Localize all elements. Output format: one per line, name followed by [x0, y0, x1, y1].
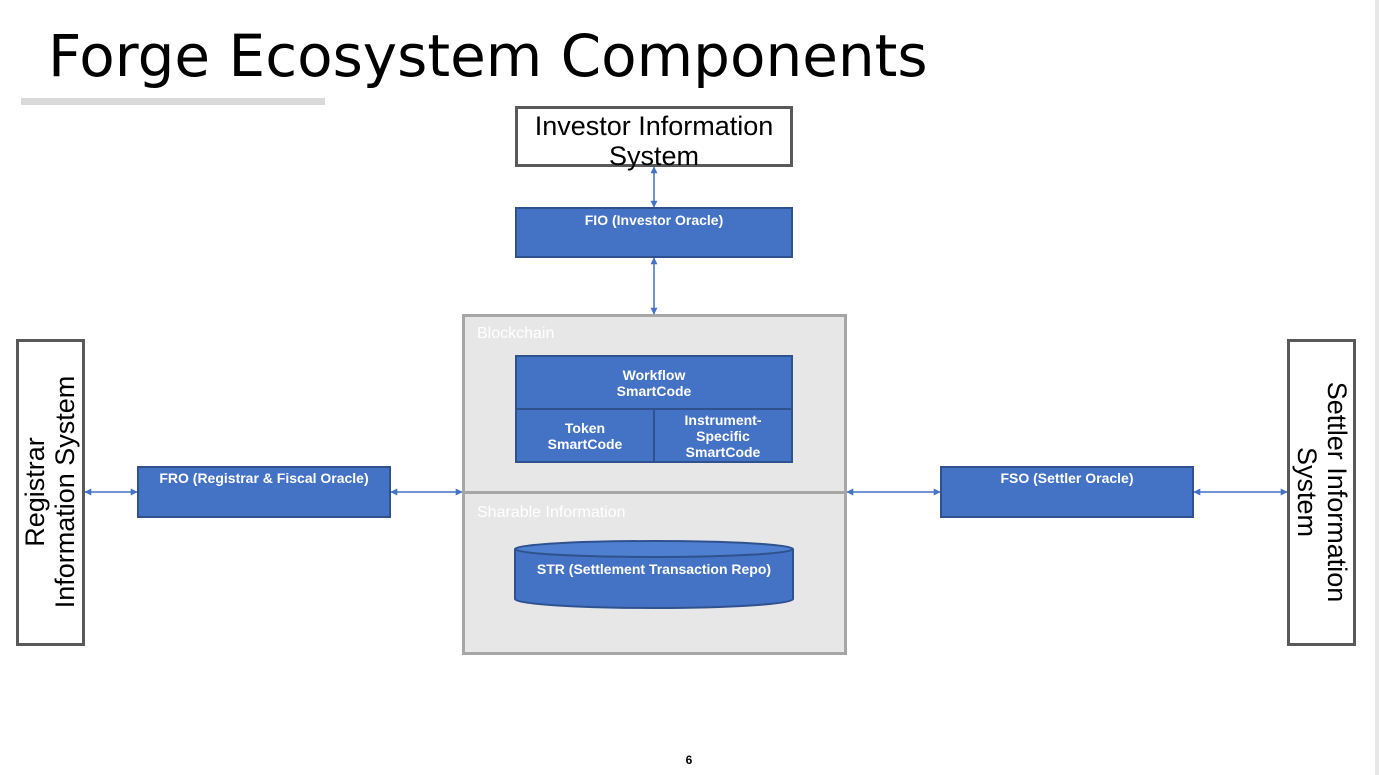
- instrument-specific-smartcode: Instrument-Specific SmartCode: [653, 408, 793, 463]
- token-smartcode: Token SmartCode: [515, 408, 655, 463]
- title-underline: [21, 98, 325, 105]
- page-number: 6: [685, 753, 693, 767]
- workflow-label: Workflow SmartCode: [616, 366, 692, 399]
- fso-settler-oracle: FSO (Settler Oracle): [940, 466, 1194, 518]
- fro-label: FRO (Registrar & Fiscal Oracle): [159, 470, 369, 486]
- settler-information-system: [1287, 339, 1356, 646]
- str-label: STR (Settlement Transaction Repo): [536, 561, 772, 577]
- str-database-cylinder: [514, 540, 794, 609]
- settler-system-label: Settler Information System: [1292, 381, 1352, 603]
- instrument-label: Instrument-Specific SmartCode: [684, 411, 762, 460]
- workflow-smartcode: Workflow SmartCode: [515, 355, 793, 410]
- sharable-information-label: Sharable Information: [477, 504, 626, 521]
- registrar-information-system: [16, 339, 85, 646]
- investor-system-label: Investor Information System: [534, 111, 774, 171]
- fio-label: FIO (Investor Oracle): [584, 212, 724, 228]
- slide-edge: [1375, 0, 1379, 775]
- blockchain-label: Blockchain: [477, 325, 555, 342]
- slide-title: Forge Ecosystem Components: [48, 22, 928, 90]
- registrar-system-label: Registrar Information System: [20, 375, 80, 609]
- fio-investor-oracle: FIO (Investor Oracle): [515, 207, 793, 258]
- token-label: Token SmartCode: [547, 419, 623, 452]
- investor-information-system: Investor Information System: [515, 106, 793, 171]
- fro-registrar-fiscal-oracle: FRO (Registrar & Fiscal Oracle): [137, 466, 391, 518]
- fso-label: FSO (Settler Oracle): [1000, 470, 1134, 486]
